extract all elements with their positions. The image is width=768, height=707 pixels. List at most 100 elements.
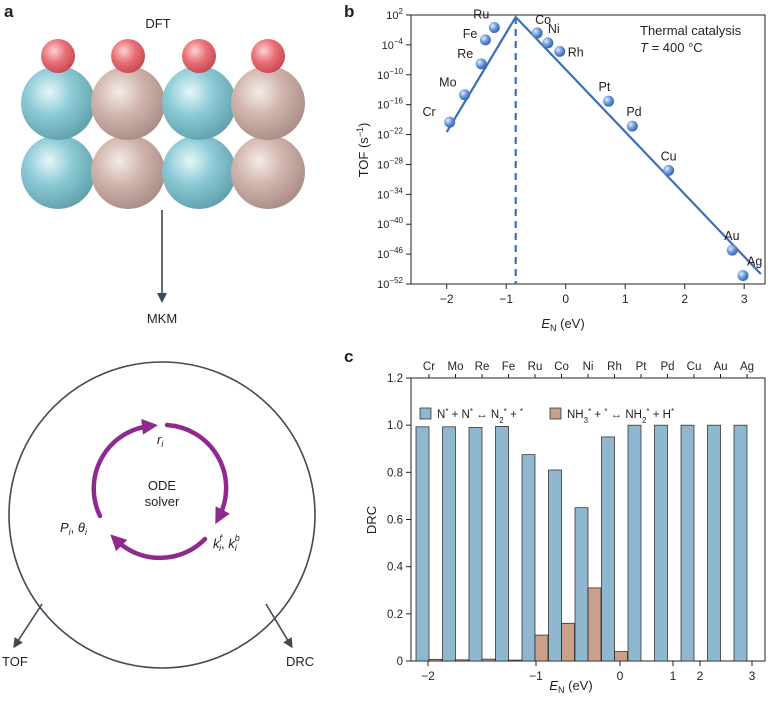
- metal-atom: [231, 135, 305, 209]
- y-tick-label: 10−4: [382, 37, 404, 52]
- adsorbate-atom: [182, 39, 216, 73]
- legend: N* + N* ↔ N2* + *NH3* + * ↔ NH2* + H*: [419, 407, 674, 425]
- x-tick-label: 1: [622, 292, 629, 306]
- metal-atom: [91, 66, 165, 140]
- legend-swatch: [549, 407, 562, 420]
- bar-n-n-coupling: [521, 454, 536, 662]
- y-axis-ticks: 10210−410−1010−1610−2210−2810−3410−4010−…: [377, 7, 411, 291]
- bar-nh3-dissociation: [614, 651, 628, 662]
- y-tick-label: 10−22: [377, 127, 403, 142]
- top-category-label: Ni: [583, 361, 594, 373]
- point-label: Ni: [548, 22, 560, 36]
- point-label: Mo: [439, 76, 456, 90]
- y-tick-label: 10−52: [377, 276, 403, 291]
- x-tick-label: 0: [562, 292, 569, 306]
- panel-a-label: a: [4, 2, 14, 21]
- top-category-label: Au: [713, 361, 727, 373]
- panel-a: a DFT MKM ri ODE solver Pi, θi: [2, 2, 316, 669]
- cycle-arrows: [91, 418, 230, 561]
- bar-n-n-coupling: [707, 424, 721, 662]
- x-axis-label: EN (eV): [549, 678, 592, 695]
- point-label: Au: [724, 229, 739, 243]
- top-category-label: Mo: [448, 361, 464, 373]
- top-category-label: Ru: [528, 361, 543, 373]
- y-tick-label: 1.2: [387, 373, 403, 385]
- y-tick-label: 0: [397, 656, 403, 668]
- y-tick-label: 0.6: [387, 515, 403, 527]
- annotation-line2: T = 400 °C: [640, 40, 703, 55]
- bar-n-n-coupling: [548, 469, 562, 662]
- bar-n-n-coupling: [601, 436, 615, 662]
- adsorbate-atom: [111, 39, 145, 73]
- data-point: [479, 34, 491, 46]
- y-tick-label: 102: [386, 7, 403, 22]
- point-label: Fe: [463, 27, 478, 41]
- panel-b-chart: b 10210−410−1010−1610−2210−2810−3410−401…: [344, 2, 766, 333]
- data-point: [488, 21, 500, 33]
- legend-label: NH3* + * ↔ NH2* + H*: [567, 407, 674, 425]
- top-category-label: Fe: [502, 361, 515, 373]
- point-label: Rh: [568, 45, 584, 59]
- legend-swatch: [419, 407, 432, 420]
- tof-arrow: [13, 603, 43, 649]
- y-axis-ticks: 00.20.40.60.81.01.2: [387, 373, 411, 668]
- point-label: Cr: [422, 105, 435, 119]
- volcano-line: [445, 15, 762, 275]
- x-tick-label: −1: [529, 669, 543, 683]
- point-label: Ru: [473, 7, 489, 21]
- x-tick-label: −2: [440, 292, 454, 306]
- point-label: Ag: [747, 255, 762, 269]
- volcano-lines: [445, 15, 762, 284]
- top-category-label: Pt: [636, 361, 648, 373]
- mkm-label: MKM: [147, 311, 177, 326]
- dft-label: DFT: [145, 16, 170, 31]
- point-label: Cu: [661, 149, 677, 163]
- adsorbate-atom: [251, 39, 285, 73]
- top-category-label: Rh: [607, 361, 622, 373]
- top-category-label: Ag: [740, 361, 754, 373]
- bar-n-n-coupling: [733, 424, 748, 662]
- metal-atom: [231, 66, 305, 140]
- ode-label-line2: solver: [145, 494, 180, 509]
- bar-nh3-dissociation: [455, 659, 469, 662]
- metal-atom: [21, 66, 95, 140]
- y-tick-label: 0.4: [387, 562, 404, 574]
- metal-atom: [162, 66, 236, 140]
- bar-nh3-dissociation: [428, 658, 443, 662]
- point-label: Pd: [626, 105, 641, 119]
- top-category-label: Pd: [660, 361, 674, 373]
- adsorbate-atom: [41, 39, 75, 73]
- y-tick-label: 10−34: [377, 186, 403, 201]
- bars: [415, 424, 748, 662]
- data-point: [542, 37, 554, 49]
- data-point: [626, 120, 638, 132]
- top-category-label: Co: [554, 361, 569, 373]
- plot-frame: [410, 14, 766, 285]
- top-category-label: Re: [475, 361, 490, 373]
- y-tick-label: 10−16: [377, 97, 403, 112]
- y-tick-label: 10−40: [377, 216, 403, 231]
- annotation-line1: Thermal catalysis: [640, 23, 742, 38]
- cycle-left-label: Pi, θi: [60, 520, 88, 537]
- bar-n-n-coupling: [415, 426, 430, 662]
- y-tick-label: 0.2: [387, 609, 403, 621]
- bar-n-n-coupling: [654, 424, 668, 662]
- bar-n-n-coupling: [495, 425, 509, 662]
- point-label: Pt: [599, 80, 611, 94]
- bar-nh3-dissociation: [587, 587, 602, 662]
- y-axis-label: DRC: [364, 506, 379, 534]
- bar-nh3-dissociation: [534, 634, 549, 662]
- x-tick-label: 2: [697, 669, 704, 683]
- metal-atom: [21, 135, 95, 209]
- metal-atom: [162, 135, 236, 209]
- mkm-circle: [8, 361, 316, 669]
- bar-nh3-dissociation: [561, 622, 575, 662]
- bar-n-n-coupling: [627, 424, 642, 662]
